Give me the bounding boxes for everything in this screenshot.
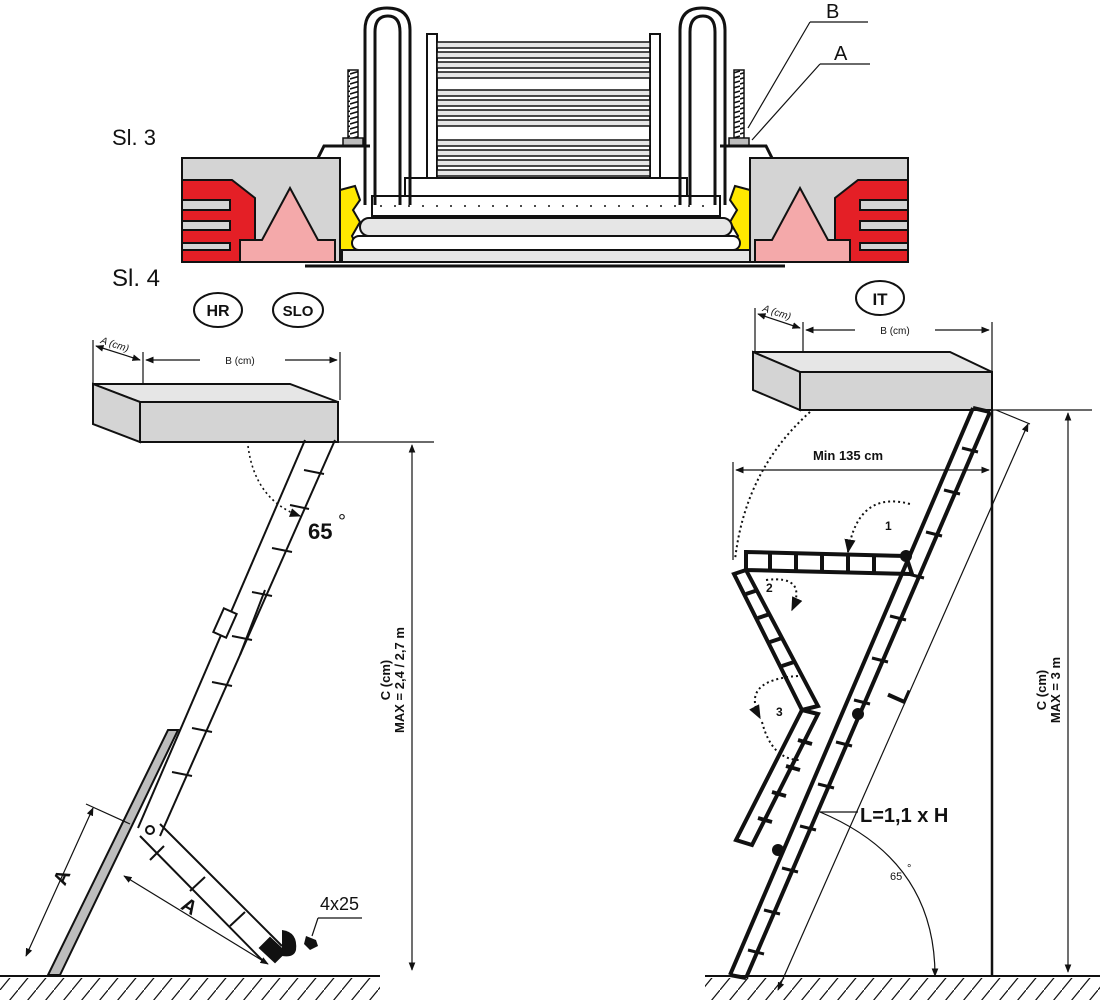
seg-a-1: A [50, 866, 76, 888]
svg-text:IT: IT [872, 290, 888, 309]
step-2: 2 [766, 581, 773, 595]
badge-slo: SLO [272, 292, 324, 328]
trapdoor-panel [305, 177, 785, 268]
dim-c-right: C (cm) [1034, 670, 1049, 710]
unfold-arc-1 [844, 500, 911, 554]
ladder-upper-left [137, 439, 336, 837]
ceiling-box-right [752, 350, 993, 412]
swing-arc-right [734, 411, 811, 561]
figure-3-cross-section: Sl. 3 [112, 1, 909, 268]
svg-text:SLO: SLO [283, 303, 314, 320]
rubber-foot [282, 930, 297, 957]
min-width-label: Min 135 cm [813, 448, 883, 463]
callout-a: A [751, 43, 870, 141]
figure-4-label: Sl. 4 [112, 265, 160, 292]
hinge-3 [772, 844, 784, 856]
step-3: 3 [776, 705, 783, 719]
screw-label: 4x25 [320, 894, 359, 914]
floor-right [705, 975, 1100, 1000]
figure-4-left: HR SLO A (cm) B (cm) 65 ° [0, 292, 434, 1000]
dim-b-right: B (cm) [880, 326, 909, 337]
threaded-rods [316, 69, 774, 159]
svg-text:HR: HR [206, 303, 230, 320]
callout-b: B [747, 1, 868, 129]
length-label: L [881, 680, 916, 708]
dim-b-left: B (cm) [225, 356, 254, 367]
dimension-a-b-left [92, 340, 341, 400]
angle-left-degree: ° [338, 511, 346, 533]
formula-label: L=1,1 x H [860, 805, 948, 827]
angle-right: 65 [890, 871, 902, 883]
dimension-c-right [992, 409, 1092, 973]
dimension-c-left [338, 441, 434, 971]
dim-max-left: MAX = 2,4 / 2,7 m [392, 627, 407, 733]
segment-a-dims [25, 803, 269, 965]
left-frame-block [181, 157, 362, 263]
figure-3-label: Sl. 3 [112, 125, 156, 150]
step-1: 1 [885, 519, 892, 533]
badge-it: IT [855, 280, 905, 316]
floor-left [0, 975, 380, 1000]
badge-hr: HR [193, 292, 243, 328]
min-width-dimension [732, 462, 990, 560]
angle-right-degree: ° [907, 863, 911, 875]
ladder-main-right [728, 406, 992, 980]
callout-b-label: B [826, 1, 839, 23]
dim-c-left: C (cm) [378, 660, 393, 700]
callout-a-label: A [834, 43, 848, 65]
seg-a-2: A [177, 894, 201, 920]
folded-ladder-stack [426, 33, 661, 179]
hinge-2 [852, 708, 864, 720]
angle-left: 65 [308, 519, 332, 544]
length-dimension [777, 409, 1031, 991]
dimension-a-b-right [754, 308, 993, 372]
ladder-lower-left [139, 823, 287, 964]
screw-callout: 4x25 [304, 894, 362, 950]
ceiling-box-left [92, 382, 339, 444]
figure-4-right: IT A (cm) B (cm) Min 135 cm [705, 280, 1100, 1000]
angle-arc-right [819, 811, 939, 977]
right-frame-block [728, 157, 909, 263]
handle-loops [363, 6, 727, 205]
swing-arc-left [247, 445, 302, 517]
dim-max-right: MAX = 3 m [1048, 657, 1063, 723]
